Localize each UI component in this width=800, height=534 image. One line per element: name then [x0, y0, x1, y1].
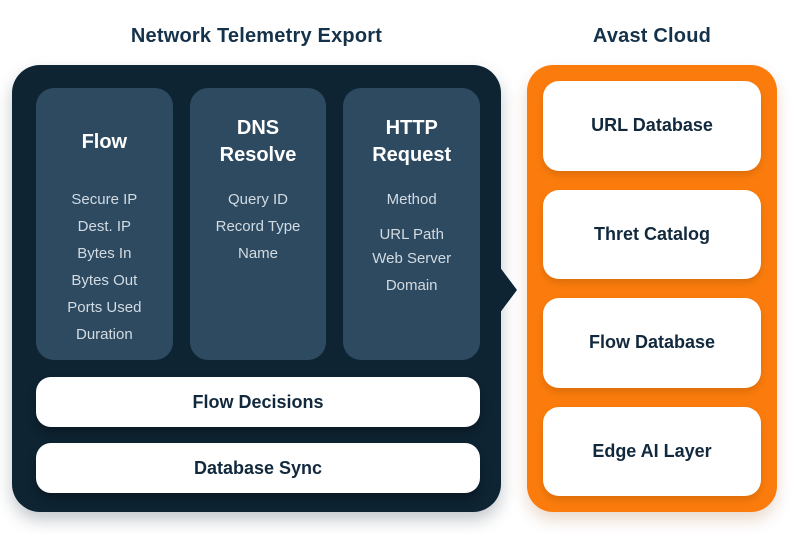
telemetry-columns: Flow Secure IP Dest. IP Bytes In Bytes O… [36, 88, 481, 360]
avast-cloud-panel: URL Database Thret Catalog Flow Database… [527, 65, 777, 512]
column-item: Bytes In [77, 245, 132, 262]
card-url-database: URL Database [543, 81, 761, 171]
column-flow: Flow Secure IP Dest. IP Bytes In Bytes O… [36, 88, 173, 360]
column-http-request: HTTP Request Method URL Path Web Server … [343, 88, 481, 360]
telemetry-panel-title: Network Telemetry Export [130, 25, 383, 47]
database-sync-bar: Database Sync [36, 443, 480, 493]
right-arrow-icon [499, 266, 517, 314]
column-heading: HTTP Request [372, 117, 452, 166]
card-edge-ai-layer: Edge AI Layer [543, 406, 761, 496]
network-telemetry-panel: Flow Secure IP Dest. IP Bytes In Bytes O… [12, 65, 501, 512]
column-item: Method [386, 191, 437, 208]
column-dns-resolve: DNS Resolve Query ID Record Type Name [189, 88, 327, 360]
column-item: URL Path [379, 226, 444, 243]
card-thret-catalog: Thret Catalog [543, 189, 761, 279]
column-item: Web Server Domain [372, 250, 452, 294]
column-item: Secure IP [71, 191, 138, 208]
column-item: Query ID [228, 191, 289, 208]
cloud-panel-title: Avast Cloud [592, 25, 712, 47]
column-item: Dest. IP [77, 218, 132, 235]
column-heading: DNS Resolve [219, 117, 297, 166]
column-item: Bytes Out [71, 272, 138, 289]
column-heading: Flow [81, 130, 128, 153]
flow-decisions-bar: Flow Decisions [36, 377, 480, 427]
column-item: Record Type [215, 218, 301, 235]
column-item: Duration [75, 326, 133, 343]
column-item: Ports Used [67, 299, 142, 316]
column-item: Name [238, 245, 279, 262]
card-flow-database: Flow Database [543, 298, 761, 388]
